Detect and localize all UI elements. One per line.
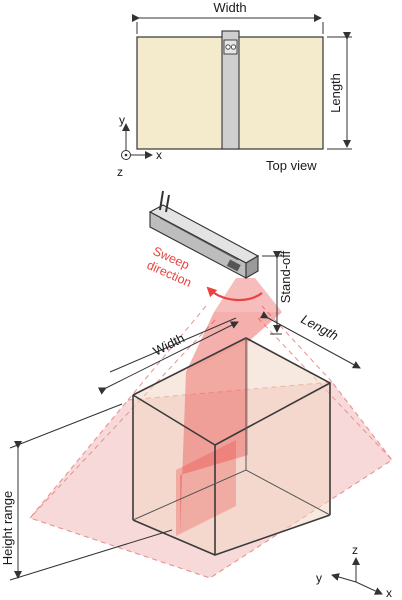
height-range-label: Height range (0, 491, 15, 565)
top-axis-y-label: y (119, 113, 125, 127)
top-view: Width Length y x z Top view (117, 0, 352, 179)
top-view-scanner-strip (221, 30, 240, 150)
top-axis-z-label: z (117, 165, 123, 179)
iso-axis-x-line (355, 581, 383, 595)
top-width-label: Width (213, 0, 246, 15)
box-hidden-bottom (132, 469, 331, 521)
cable-icon (159, 190, 164, 211)
coverage-edge-right (257, 317, 393, 461)
scanner-end (245, 255, 259, 279)
isometric-view: Sweep direction Stand-off Width Length H… (0, 190, 393, 600)
iso-axis-y-line (331, 573, 357, 583)
sweep-direction-arrow (206, 286, 263, 302)
scanner-window (226, 259, 241, 272)
iso-axis-z-label: z (352, 543, 358, 557)
scanner-device (148, 190, 260, 279)
height-range-ext-top (9, 403, 123, 449)
lens-icon (230, 44, 237, 50)
top-length-label: Length (328, 73, 343, 113)
iso-length-dimension-line (259, 311, 361, 369)
iso-axis-y-label: y (316, 571, 322, 585)
top-axis-x-label: x (156, 148, 162, 162)
standoff-label: Stand-off (278, 250, 293, 303)
iso-width-label: Width (151, 330, 187, 358)
cable-icon (165, 194, 170, 213)
scanner-detail-line (159, 217, 239, 261)
top-view-caption: Top view (266, 158, 317, 173)
iso-axis-x-label: x (386, 586, 392, 600)
iso-width-dimension-line (97, 321, 239, 395)
lens-icon (225, 44, 231, 50)
height-range-ext-bottom (9, 529, 173, 581)
laser-beam-upper (214, 278, 282, 312)
axis-z-dot (124, 153, 128, 157)
box-bottom-edges (132, 514, 331, 556)
